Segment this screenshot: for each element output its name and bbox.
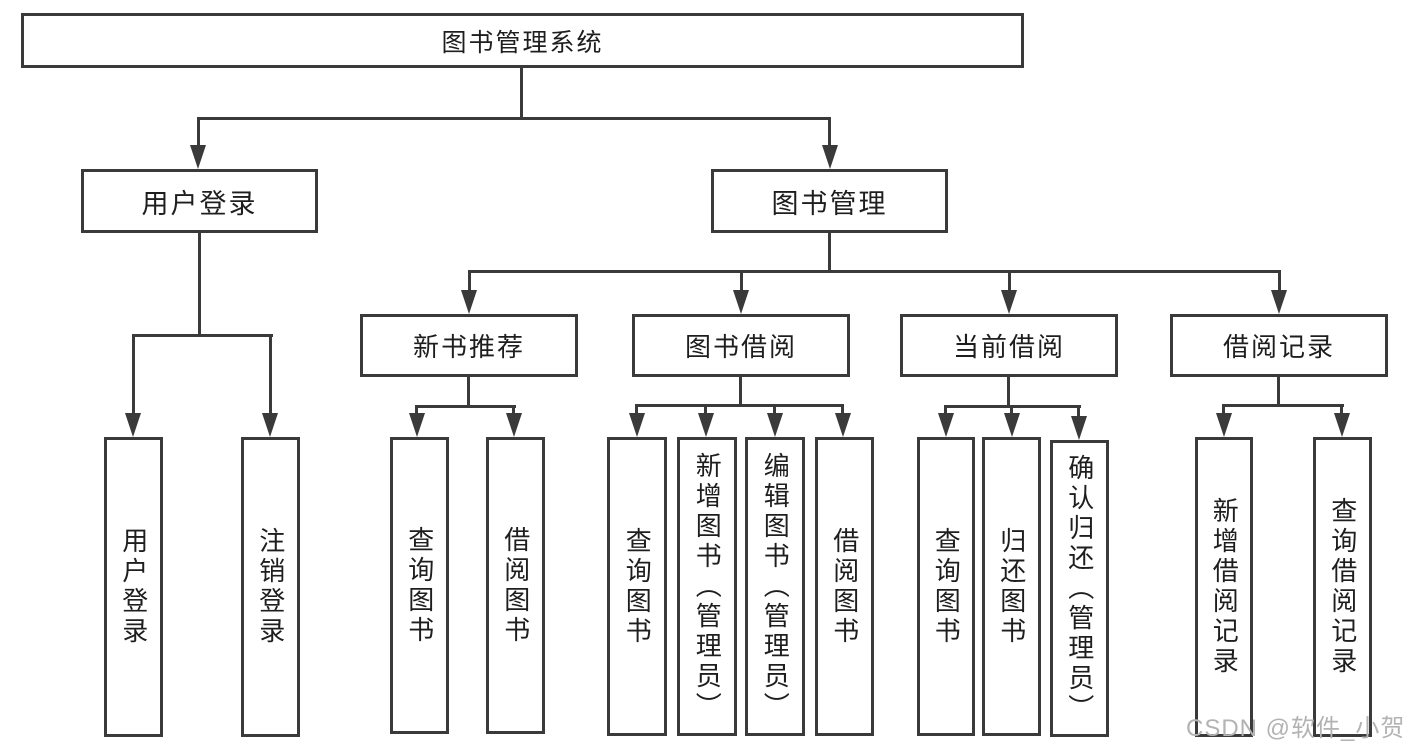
arrowhead-down xyxy=(1334,413,1350,437)
connector-line xyxy=(1077,405,1080,419)
node-user-login: 用户登录 xyxy=(81,169,318,233)
arrowhead-down xyxy=(938,413,954,437)
connector-line xyxy=(197,117,200,148)
node-new-book-recommend: 新书推荐 xyxy=(360,314,578,377)
arrowhead-down xyxy=(1271,290,1287,314)
connector-line xyxy=(740,270,743,292)
connector-line xyxy=(635,404,844,407)
connector-line xyxy=(828,117,831,148)
arrowhead-down xyxy=(733,290,749,314)
node-return-books: 归还图书 xyxy=(982,437,1041,736)
node-borrow-books-recommend: 借阅图书 xyxy=(486,437,545,734)
node-user-login-action: 用户登录 xyxy=(104,437,163,737)
node-book-management: 图书管理 xyxy=(711,169,948,233)
connector-line xyxy=(1010,405,1013,417)
csdn-watermark: CSDN @软件_小贺同学 xyxy=(1186,715,1405,742)
connector-line xyxy=(132,334,135,415)
node-add-book-admin: 新增图书（管理员） xyxy=(677,437,737,736)
connector-line xyxy=(468,270,1281,273)
connector-line xyxy=(1277,377,1280,407)
arrowhead-down xyxy=(409,413,425,437)
connector-line xyxy=(198,233,201,337)
connector-line xyxy=(841,404,844,417)
node-add-borrow-record: 新增借阅记录 xyxy=(1195,437,1253,737)
connector-line xyxy=(1340,404,1343,417)
node-borrow-records: 借阅记录 xyxy=(1170,314,1388,377)
node-edit-book-admin: 编辑图书（管理员） xyxy=(745,437,805,736)
connector-line xyxy=(773,404,776,417)
connector-line xyxy=(415,405,418,417)
connector-line xyxy=(197,117,831,120)
arrowhead-down xyxy=(1004,413,1020,437)
connector-line xyxy=(1278,270,1281,292)
arrowhead-down xyxy=(461,290,477,314)
arrowhead-down xyxy=(1001,290,1017,314)
arrowhead-down xyxy=(629,413,645,437)
node-confirm-return-admin: 确认归还（管理员） xyxy=(1050,440,1109,737)
connector-line xyxy=(1008,270,1011,292)
connector-line xyxy=(415,405,516,408)
arrowhead-down xyxy=(190,145,206,169)
arrowhead-down xyxy=(835,413,851,437)
arrowhead-down xyxy=(506,413,522,437)
node-library-system: 图书管理系统 xyxy=(21,13,1024,68)
node-query-books-current: 查询图书 xyxy=(917,437,975,736)
connector-line xyxy=(1222,404,1344,407)
node-current-borrow: 当前借阅 xyxy=(900,314,1118,377)
connector-line xyxy=(467,377,470,408)
arrowhead-down xyxy=(1071,416,1087,440)
arrowhead-down xyxy=(262,413,278,437)
connector-line xyxy=(468,270,471,292)
connector-line xyxy=(704,404,707,417)
connector-line xyxy=(1007,377,1010,408)
connector-line xyxy=(828,233,831,273)
connector-line xyxy=(520,68,523,120)
connector-line xyxy=(739,377,742,407)
node-logout-action: 注销登录 xyxy=(241,437,300,737)
connector-line xyxy=(944,405,947,417)
node-book-borrow: 图书借阅 xyxy=(632,314,850,377)
arrowhead-down xyxy=(767,413,783,437)
node-borrow-books-action: 借阅图书 xyxy=(815,437,874,736)
connector-line xyxy=(635,404,638,417)
connector-line xyxy=(269,334,272,415)
connector-line xyxy=(1222,404,1225,417)
node-query-borrow-record: 查询借阅记录 xyxy=(1313,437,1372,737)
connector-line xyxy=(132,334,273,337)
connector-line xyxy=(512,405,515,417)
node-query-books-recommend: 查询图书 xyxy=(390,437,449,734)
arrowhead-down xyxy=(1216,413,1232,437)
arrowhead-down xyxy=(822,145,838,169)
arrowhead-down xyxy=(125,413,141,437)
arrowhead-down xyxy=(698,413,714,437)
node-query-books-borrow: 查询图书 xyxy=(607,437,667,736)
